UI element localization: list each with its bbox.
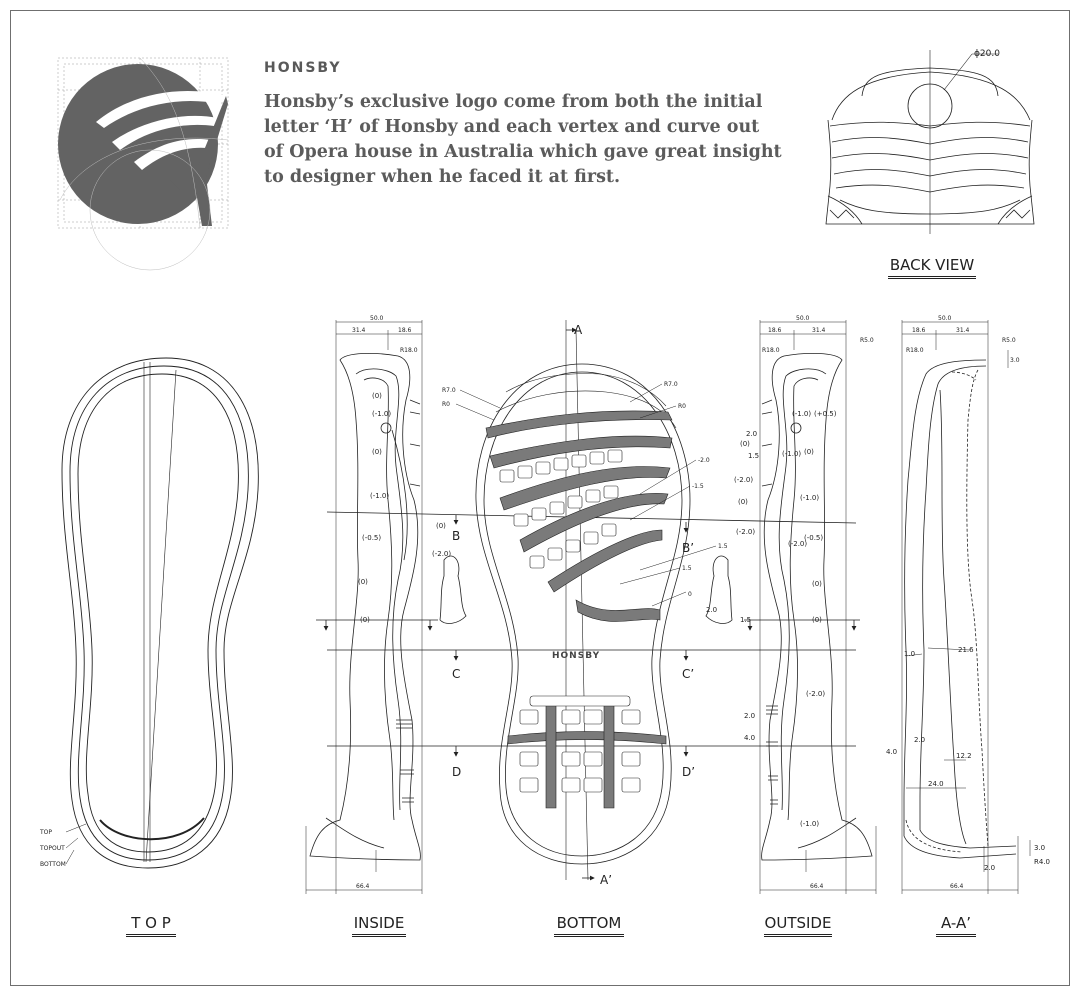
- section-letter-a: A: [574, 323, 583, 337]
- section-letter-d-prime: D’: [682, 765, 695, 779]
- section-dim-4-0: 4.0: [886, 748, 897, 756]
- bottom-dim-r0-left: R0: [442, 401, 450, 408]
- outside-dim-1-5: 1.5: [748, 452, 759, 460]
- section-dim-2-0-bottom: 2.0: [984, 864, 995, 872]
- outside-z0-e: (0): [812, 616, 822, 624]
- outside-dim-r18: R18.0: [762, 347, 780, 354]
- inside-view-drawing: [305, 320, 467, 894]
- section-dim-3-0-top: 3.0: [1010, 357, 1020, 364]
- outside-z0-d: (0): [812, 580, 822, 588]
- section-letter-a-prime: A’: [600, 873, 612, 887]
- outside-zm05: (-0.5): [804, 534, 823, 542]
- outside-dim-2-0-b: 2.0: [744, 712, 755, 720]
- outside-z0-a: (0): [740, 440, 750, 448]
- bottom-dim-r7-left: R7.0: [442, 387, 456, 394]
- bottom-tread-bands: [485, 410, 673, 809]
- section-letter-b: B: [452, 529, 460, 543]
- outside-zp05: (+0.5): [814, 410, 837, 418]
- label-section-view: A-A’: [936, 914, 976, 937]
- bottom-dim-r0-right: R0: [678, 403, 686, 410]
- layer-label-top: TOP: [39, 829, 52, 836]
- outside-dim-66-4: 66.4: [810, 883, 824, 890]
- section-letter-c: C: [452, 667, 460, 681]
- label-top-view: T O P: [126, 914, 176, 937]
- section-dim-66-4: 66.4: [950, 883, 964, 890]
- section-dim-31-4: 31.4: [956, 327, 970, 334]
- honsby-logo: [57, 57, 229, 271]
- inside-zm1-b: (-1.0): [370, 492, 389, 500]
- outside-zm1-d: (-1.0): [800, 820, 819, 828]
- outside-dim-50: 50.0: [796, 315, 810, 322]
- section-dim-24-0: 24.0: [928, 780, 944, 788]
- bottom-dim-1-5-b: 1.5: [682, 565, 692, 572]
- outside-dim-r5: R5.0: [860, 337, 874, 344]
- section-dim-21-6: 21.6: [958, 646, 974, 654]
- label-back-view: BACK VIEW: [888, 256, 976, 279]
- sole-wordmark: HONSBY: [552, 651, 600, 661]
- inside-dim-r18: R18.0: [400, 347, 418, 354]
- drawing-frame: [10, 10, 1070, 986]
- section-letter-d: D: [452, 765, 461, 779]
- inside-z0-e: (0): [360, 616, 370, 624]
- outside-zm1-a: (-1.0): [792, 410, 811, 418]
- outside-view-drawing: [705, 320, 877, 894]
- outside-zm1-c: (-1.0): [800, 494, 819, 502]
- section-dim-r18: R18.0: [906, 347, 924, 354]
- inside-z0-d: (0): [358, 578, 368, 586]
- label-inside-view: INSIDE: [352, 914, 406, 937]
- bottom-tread-blocks: [499, 449, 641, 793]
- bottom-dim-1-5-a: 1.5: [718, 543, 728, 550]
- outside-zm2-a: (-2.0): [734, 476, 753, 484]
- section-letter-b-prime: B’: [682, 541, 694, 555]
- layer-label-bottom: BOTTOM: [40, 861, 66, 868]
- inside-zm2: (-2.0): [432, 550, 451, 558]
- outside-z0-c: (0): [804, 448, 814, 456]
- inside-zm1-a: (-1.0): [372, 410, 391, 418]
- inside-z0-a: (0): [372, 392, 382, 400]
- section-dim-50: 50.0: [938, 315, 952, 322]
- bottom-dim-r7-right: R7.0: [664, 381, 678, 388]
- outside-dim-1-5-b: 1.5: [740, 616, 751, 624]
- section-dim-18-6: 18.6: [912, 327, 926, 334]
- outside-zm2-b: (-2.0): [736, 528, 755, 536]
- logo-description: Honsby’s exclusive logo come from both t…: [264, 92, 782, 187]
- section-dim-r5: R5.0: [1002, 337, 1016, 344]
- section-view-drawing: [901, 320, 1031, 894]
- bottom-dim-0: 0: [688, 591, 692, 598]
- outside-dim-4-0: 4.0: [744, 734, 755, 742]
- inside-z0-b: (0): [372, 448, 382, 456]
- back-diameter-label: ϕ20.0: [974, 49, 1000, 59]
- section-dim-12-2: 12.2: [956, 752, 972, 760]
- inside-dim-18-6: 18.6: [398, 327, 412, 334]
- outside-zm2-c: (-2.0): [788, 540, 807, 548]
- outside-dim-2-0-c: 2.0: [706, 606, 717, 614]
- section-dim-2-0-side: 2.0: [914, 736, 925, 744]
- top-view-drawing: [61, 357, 259, 869]
- brand-wordmark: HONSBY: [264, 60, 342, 76]
- inside-zm05: (-0.5): [362, 534, 381, 542]
- outside-dim-31-4: 31.4: [812, 327, 826, 334]
- bottom-dim-m2: -2.0: [698, 457, 710, 464]
- inside-dim-31-4: 31.4: [352, 327, 366, 334]
- outside-dim-2-0-a: 2.0: [746, 430, 757, 438]
- layer-label-topout: TOPOUT: [39, 845, 65, 852]
- bottom-dim-m1-5: -1.5: [692, 483, 704, 490]
- section-dim-1-0: 1.0: [904, 650, 915, 658]
- inside-dim-50: 50.0: [370, 315, 384, 322]
- bottom-dim-leaders: [455, 383, 717, 607]
- outside-zm1-b: (-1.0): [782, 450, 801, 458]
- outside-dim-18-6: 18.6: [768, 327, 782, 334]
- label-outside-view: OUTSIDE: [764, 914, 832, 937]
- section-dim-3-0-bottom: 3.0: [1034, 844, 1045, 852]
- bottom-view-drawing: [475, 320, 691, 881]
- outside-z0-b: (0): [738, 498, 748, 506]
- section-dim-r4: R4.0: [1034, 858, 1050, 866]
- inside-z0-c: (0): [436, 522, 446, 530]
- label-bottom-view: BOTTOM: [554, 914, 624, 937]
- back-view-drawing: [825, 50, 1035, 234]
- inside-dim-66-4: 66.4: [356, 883, 370, 890]
- section-letter-c-prime: C’: [682, 667, 694, 681]
- outside-zm2-d: (-2.0): [806, 690, 825, 698]
